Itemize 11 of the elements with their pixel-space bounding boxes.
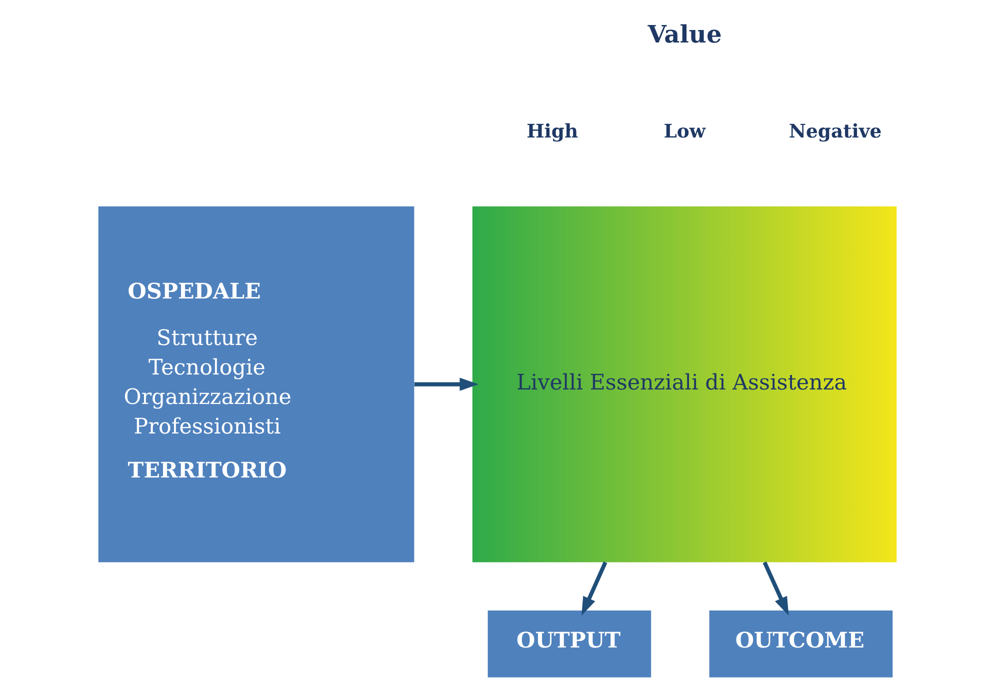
node-box: Livelli Essenziali di Assistenza bbox=[472, 206, 896, 562]
arrow bbox=[762, 562, 788, 616]
node-box: OUTPUT bbox=[487, 610, 651, 678]
node-box: OSPEDALE Strutture Tecnologie Organizzazione Professionisti TERRITORIO bbox=[98, 206, 414, 562]
arrow bbox=[414, 378, 478, 391]
label: Value bbox=[647, 19, 722, 48]
label: Negative bbox=[788, 120, 882, 143]
label: Low bbox=[663, 120, 706, 143]
node-box: OUTCOME bbox=[708, 610, 892, 678]
label: High bbox=[526, 120, 578, 143]
arrow bbox=[581, 562, 607, 616]
